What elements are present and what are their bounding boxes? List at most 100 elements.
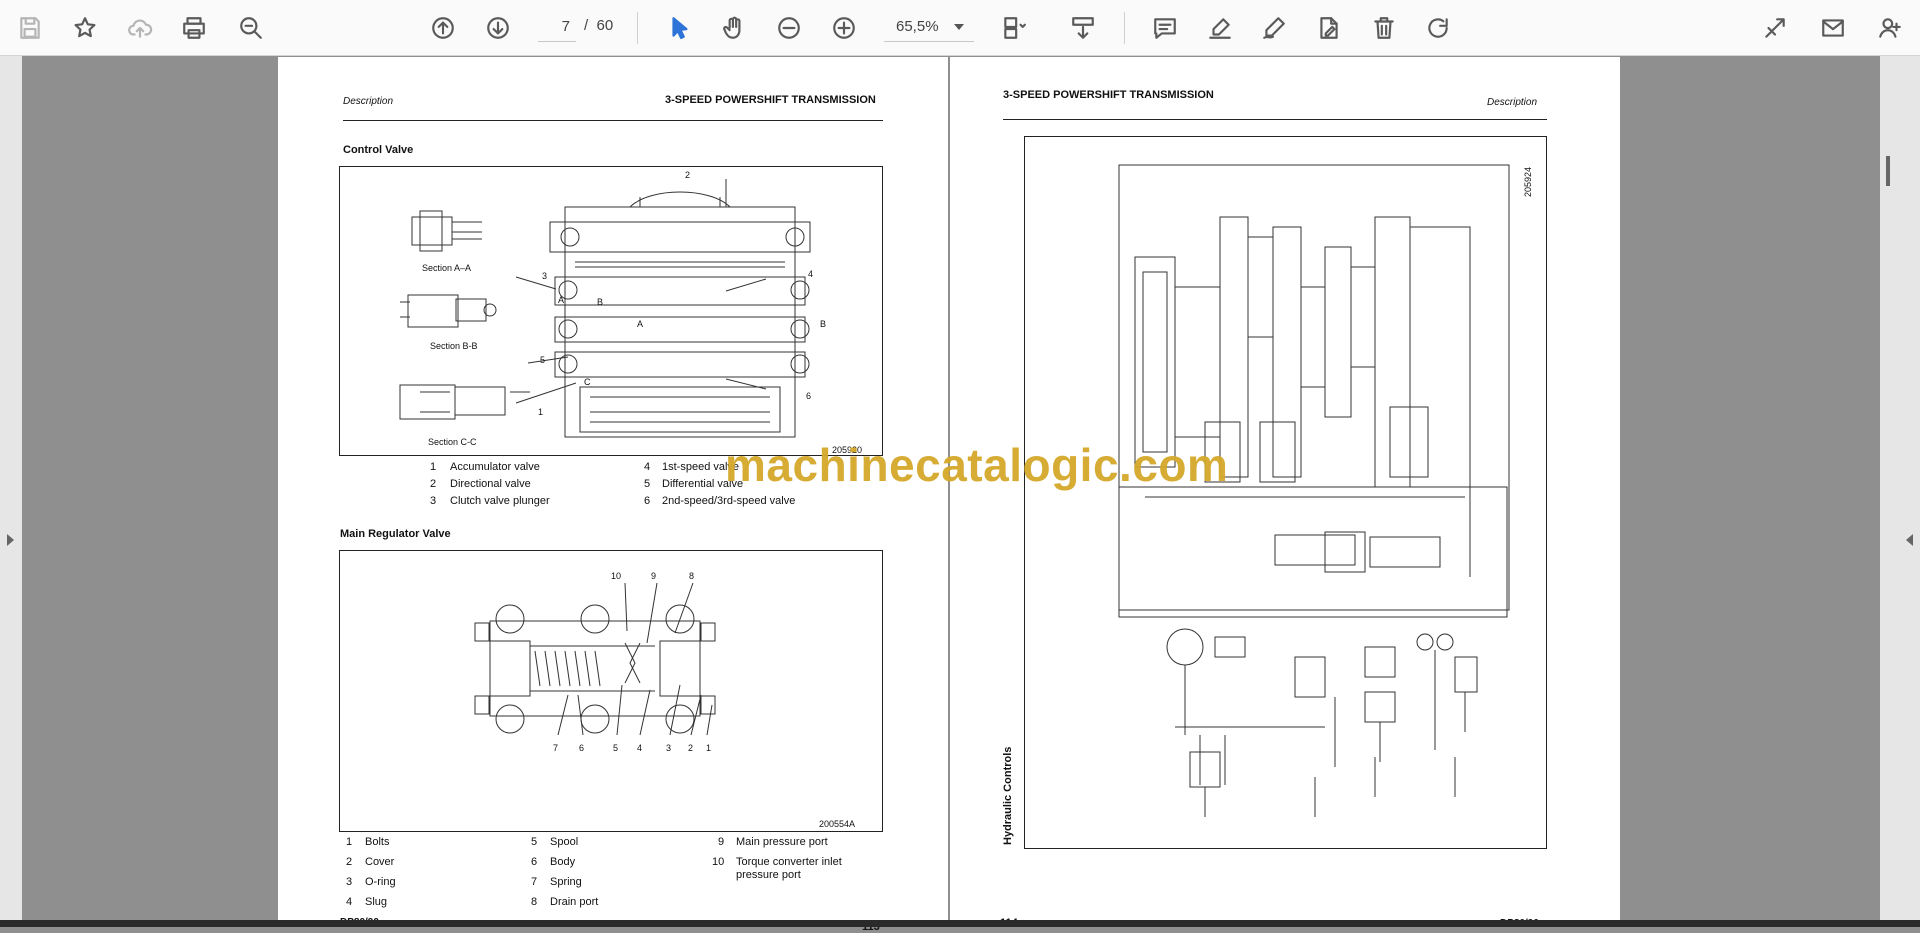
watermark-text: machinecatalogic.com xyxy=(725,439,1229,491)
trash-icon[interactable] xyxy=(1366,10,1402,46)
legend-text: Differential valve xyxy=(662,478,744,490)
vertical-scrollbar[interactable] xyxy=(1886,156,1890,186)
zoom-level-select[interactable]: 65,5% xyxy=(884,12,974,42)
previous-page-icon[interactable] xyxy=(425,10,461,46)
share-link-icon[interactable] xyxy=(1757,10,1793,46)
hydraulic-schematic-drawing xyxy=(1118,164,1510,817)
section-label: Section B-B xyxy=(430,341,478,351)
page-display-icon[interactable] xyxy=(996,10,1032,46)
legend-text: Cover xyxy=(365,856,395,868)
figure-callout: 10 xyxy=(611,571,622,581)
section-title-control-valve: Control Valve xyxy=(343,144,414,156)
figure-callout: A xyxy=(637,319,644,329)
figure-callout: C xyxy=(584,377,591,387)
bottom-bar xyxy=(0,920,1920,927)
print-icon[interactable] xyxy=(176,10,212,46)
zoom-search-icon[interactable] xyxy=(233,10,269,46)
legend-text: Directional valve xyxy=(450,478,531,490)
legend-text: 1st-speed valve xyxy=(662,461,740,473)
figure-callout: 1 xyxy=(706,743,712,753)
save-icon[interactable] xyxy=(12,10,48,46)
figure-callout: 5 xyxy=(613,743,619,753)
figure-callout: 5 xyxy=(540,355,546,365)
legend-num: 9 xyxy=(718,836,725,848)
legend-text: Main pressure port xyxy=(736,836,828,848)
hand-tool-icon[interactable] xyxy=(716,10,752,46)
page-header-left: 3-SPEED POWERSHIFT TRANSMISSION xyxy=(1003,89,1214,101)
control-valve-figure: Section A–A Section B-B Section C-C 2 3 … xyxy=(339,166,883,456)
legend-num: 6 xyxy=(531,856,538,868)
page-header-right: 3-SPEED POWERSHIFT TRANSMISSION xyxy=(665,94,876,106)
figure-callout: 7 xyxy=(553,743,559,753)
section-label: Section C-C xyxy=(428,437,477,447)
legend-num: 2 xyxy=(346,856,353,868)
expand-right-panel-icon[interactable] xyxy=(1906,534,1913,546)
legend-num: 4 xyxy=(346,896,353,908)
figure-callout: 2 xyxy=(685,170,691,180)
rotate-icon[interactable] xyxy=(1420,10,1456,46)
toolbar: 7 / 60 65,5% xyxy=(0,0,1920,56)
page-header-right: Description xyxy=(1487,97,1538,108)
edit-document-icon[interactable] xyxy=(1311,10,1347,46)
add-user-icon[interactable] xyxy=(1872,10,1908,46)
legend-num: 1 xyxy=(346,836,353,848)
legend-num: 1 xyxy=(430,461,437,473)
legend-text: Spring xyxy=(550,876,582,888)
cloud-upload-icon[interactable] xyxy=(122,10,158,46)
figure-callout: A xyxy=(558,295,565,305)
left-panel-strip xyxy=(0,56,22,920)
figure-callout: 4 xyxy=(637,743,643,753)
legend-num: 10 xyxy=(712,856,725,868)
legend-num: 3 xyxy=(346,876,353,888)
figure-callout: 9 xyxy=(651,571,657,581)
toolbar-divider xyxy=(637,12,638,44)
expand-left-panel-icon[interactable] xyxy=(7,534,14,546)
toolbar-divider xyxy=(1124,12,1125,44)
figure-callout: 6 xyxy=(806,391,812,401)
legend-text: Body xyxy=(550,856,576,868)
header-rule xyxy=(343,120,883,121)
bookmark-star-icon[interactable] xyxy=(67,10,103,46)
zoom-in-icon[interactable] xyxy=(826,10,862,46)
legend-num: 2 xyxy=(430,478,437,490)
legend-num: 7 xyxy=(531,876,538,888)
figure-callout: 2 xyxy=(688,743,694,753)
hydraulic-controls-figure: 205924 xyxy=(1024,136,1547,849)
figure-callout: 1 xyxy=(538,407,544,417)
figure-callout: B xyxy=(597,297,604,307)
mail-icon[interactable] xyxy=(1815,10,1851,46)
zoom-out-icon[interactable] xyxy=(771,10,807,46)
control-valve-drawing xyxy=(399,179,811,438)
legend-text: Spool xyxy=(550,836,579,848)
figure-callout: 3 xyxy=(666,743,672,753)
figure-id: 205924 xyxy=(1523,166,1533,197)
draw-sign-icon[interactable] xyxy=(1256,10,1292,46)
chevron-down-icon[interactable] xyxy=(954,24,964,30)
page-number-input[interactable]: 7 xyxy=(538,12,576,42)
legend-num: 3 xyxy=(430,495,437,507)
figure-callout: B xyxy=(820,319,827,329)
page-count: / 60 xyxy=(584,17,613,34)
legend-text: Bolts xyxy=(365,836,390,848)
page-header-left: Description xyxy=(343,96,394,107)
scroll-mode-icon[interactable] xyxy=(1065,10,1101,46)
legend-text: Torque converter inlet pressure port xyxy=(736,856,842,881)
page-separator: / xyxy=(584,17,589,34)
legend-num: 5 xyxy=(531,836,538,848)
legend-num: 6 xyxy=(644,495,651,507)
figure-id: 200554A xyxy=(819,819,856,829)
legend-text: Accumulator valve xyxy=(450,461,540,473)
figure-callout: 6 xyxy=(579,743,585,753)
comment-icon[interactable] xyxy=(1147,10,1183,46)
legend-text: O-ring xyxy=(365,876,396,888)
section-title-main-regulator-valve: Main Regulator Valve xyxy=(340,528,451,540)
legend-text: Drain port xyxy=(550,896,599,908)
figure-callout: 8 xyxy=(689,571,695,581)
header-rule xyxy=(1003,119,1547,120)
legend-text: Slug xyxy=(365,896,388,908)
section-label: Section A–A xyxy=(422,263,472,273)
figure-side-title: Hydraulic Controls xyxy=(1002,746,1014,845)
next-page-icon[interactable] xyxy=(480,10,516,46)
select-cursor-icon[interactable] xyxy=(662,10,698,46)
highlight-pen-icon[interactable] xyxy=(1202,10,1238,46)
